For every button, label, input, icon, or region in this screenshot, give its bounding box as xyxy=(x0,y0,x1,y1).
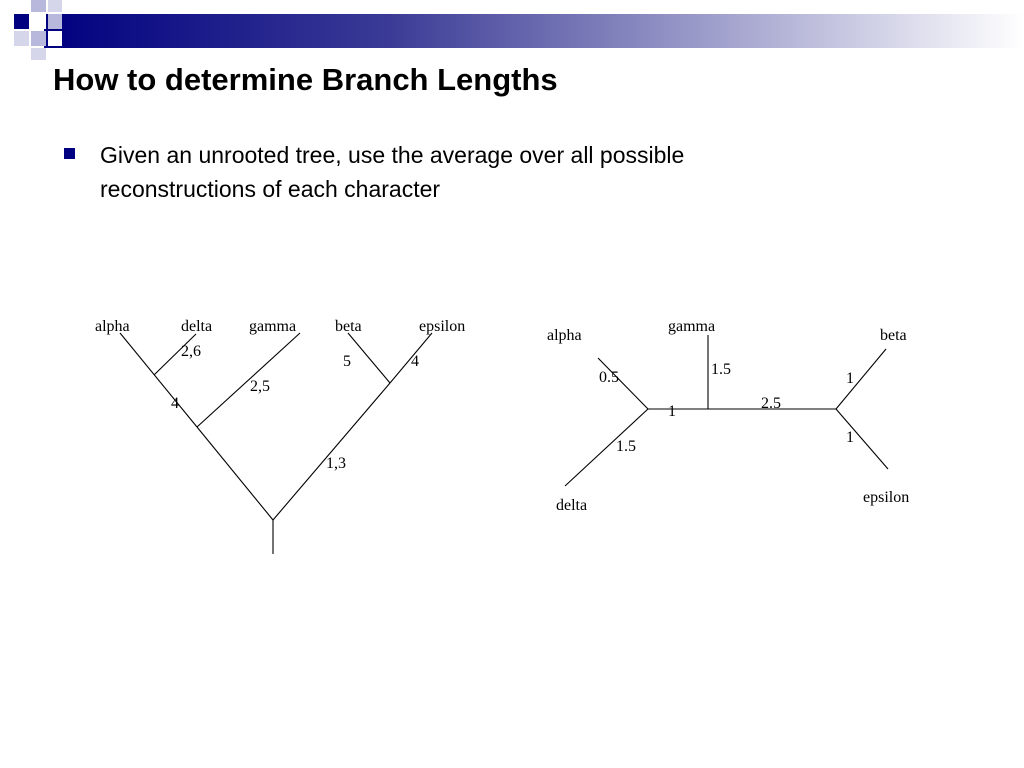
branch-label-delta: 1.5 xyxy=(616,438,636,455)
branch-label-delta: 2,6 xyxy=(181,343,201,360)
header-band xyxy=(14,0,1024,60)
branch-beta xyxy=(835,348,887,410)
leaf-label-beta: beta xyxy=(335,318,362,335)
leaf-label-gamma: gamma xyxy=(668,318,715,335)
branch-alpha xyxy=(119,332,198,428)
branch-label-epsilon: 1 xyxy=(846,429,854,446)
leaf-label-delta: delta xyxy=(556,497,587,514)
rooted-tree: alpha delta gamma beta epsilon 2,6 4 2,5… xyxy=(95,318,465,554)
branch-label-gamma: 1.5 xyxy=(711,361,731,378)
branch-label-internal-left: 1 xyxy=(668,403,676,420)
branch-label-gamma: 2,5 xyxy=(250,378,270,395)
slide-title: How to determine Branch Lengths xyxy=(53,62,558,97)
branch-beta xyxy=(347,332,391,384)
leaf-label-beta: beta xyxy=(880,327,907,344)
branch-label-alpha: 0.5 xyxy=(599,369,619,386)
leaf-label-delta: delta xyxy=(181,318,212,335)
branch-delta xyxy=(153,333,197,376)
branch-alpha xyxy=(597,357,649,410)
branch-delta xyxy=(564,408,649,487)
branch-label-beta: 1 xyxy=(846,370,854,387)
bullet-text: Given an unrooted tree, use the average … xyxy=(100,142,685,202)
checker-squares-icon xyxy=(14,0,62,60)
leaf-label-epsilon: epsilon xyxy=(863,489,909,506)
branch-label-alpha-delta: 4 xyxy=(171,395,179,412)
branch-label-beta: 5 xyxy=(343,353,351,370)
leaf-label-gamma: gamma xyxy=(249,318,296,335)
branch-alpha-delta-gamma-to-root xyxy=(196,426,274,521)
branch-epsilon xyxy=(835,408,889,470)
branch-gamma xyxy=(196,332,301,428)
leaf-label-alpha: alpha xyxy=(95,318,130,335)
branch-label-beta-epsilon: 1,3 xyxy=(326,455,346,472)
header-gradient-bar xyxy=(44,14,1024,48)
branch-beta-epsilon-to-root xyxy=(272,382,391,521)
square-bullet-icon xyxy=(64,148,75,159)
leaf-label-epsilon: epsilon xyxy=(419,318,465,335)
leaf-label-alpha: alpha xyxy=(547,327,582,344)
unrooted-tree: alpha gamma beta delta epsilon 0.5 1.5 1… xyxy=(547,318,909,514)
branch-label-epsilon: 4 xyxy=(411,353,419,370)
branch-label-internal-center: 2.5 xyxy=(761,395,781,412)
branch-epsilon xyxy=(389,332,433,384)
